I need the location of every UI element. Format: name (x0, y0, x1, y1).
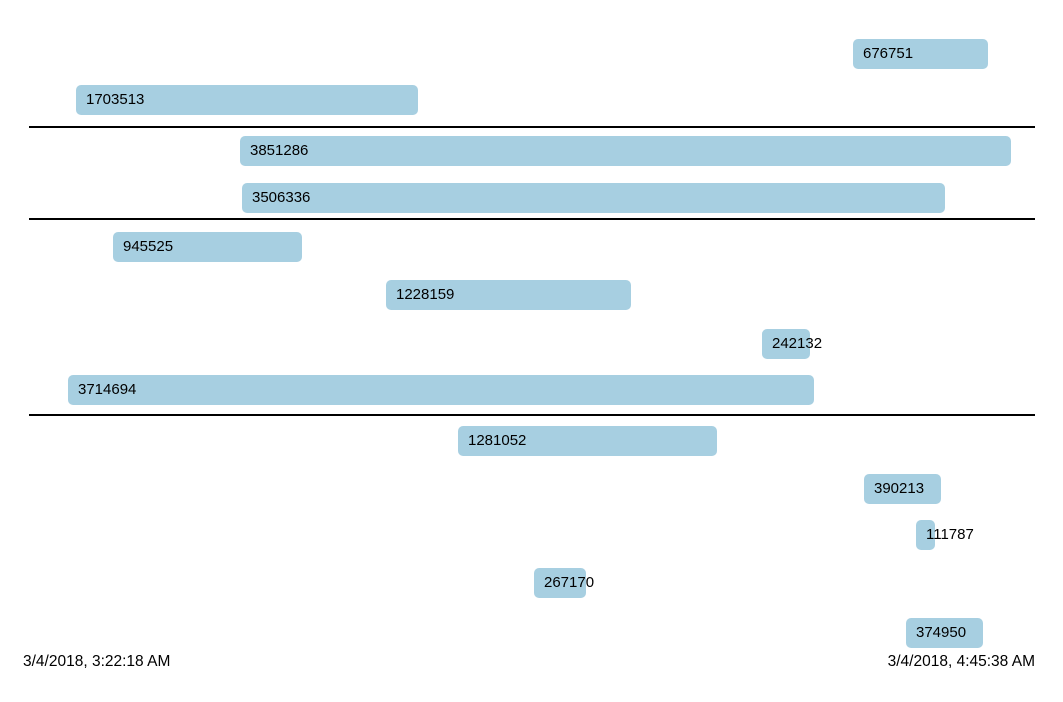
gantt-bar-label: 1228159 (396, 286, 455, 303)
gantt-bar[interactable]: 3714694 (68, 375, 814, 405)
gantt-bar-label: 945525 (123, 238, 174, 255)
gantt-bar[interactable]: 267170 (534, 568, 594, 598)
gantt-bar[interactable]: 374950 (906, 618, 983, 648)
gantt-bar[interactable]: 945525 (113, 232, 302, 262)
gantt-bar[interactable]: 1228159 (386, 280, 631, 310)
gantt-bar-label: 242132 (772, 335, 823, 352)
gantt-bar[interactable]: 390213 (864, 474, 941, 504)
gantt-bar[interactable]: 1281052 (458, 426, 717, 456)
gantt-bar[interactable]: 111787 (916, 520, 974, 550)
gantt-bar-label: 390213 (874, 480, 925, 497)
gantt-bar[interactable]: 3851286 (240, 136, 1011, 166)
gantt-bar-label: 111787 (926, 526, 974, 543)
gantt-bar-label: 3714694 (78, 381, 137, 398)
gantt-bar-label: 267170 (544, 574, 595, 591)
gantt-bar-label: 1281052 (468, 432, 527, 449)
gantt-bar[interactable]: 676751 (853, 39, 988, 69)
gantt-bar-label: 374950 (916, 624, 967, 641)
gantt-bar-label: 3506336 (252, 189, 311, 206)
gantt-bar[interactable]: 1703513 (76, 85, 418, 115)
gantt-bar[interactable]: 3506336 (242, 183, 945, 213)
gantt-bar[interactable]: 242132 (762, 329, 822, 359)
axis-end-timestamp: 3/4/2018, 4:45:38 AM (887, 653, 1035, 670)
axis-start-timestamp: 3/4/2018, 3:22:18 AM (23, 653, 171, 670)
gantt-bar-label: 1703513 (86, 91, 145, 108)
gantt-bar-label: 676751 (863, 45, 914, 62)
group-divider-line (29, 126, 1035, 128)
group-divider-line (29, 218, 1035, 220)
group-divider-line (29, 414, 1035, 416)
gantt-bar-label: 3851286 (250, 142, 309, 159)
